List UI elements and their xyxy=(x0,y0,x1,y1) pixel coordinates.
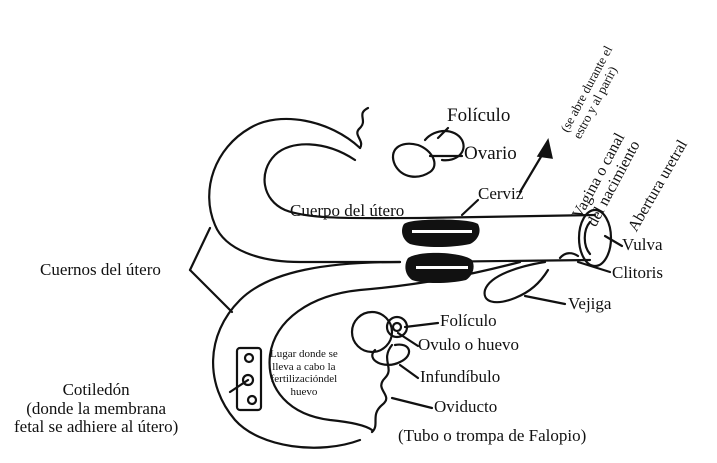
upper-horn-outline xyxy=(209,119,400,262)
leader-clitoris xyxy=(578,262,610,272)
label-foliculo-lower: Folículo xyxy=(440,312,497,331)
leader-cuernos-upper xyxy=(190,228,210,270)
label-tubo-falopio: (Tubo o trompa de Falopio) xyxy=(398,427,586,446)
label-ovario: Ovario xyxy=(464,144,517,165)
ovary-lower xyxy=(352,312,392,352)
leader-infundibulo xyxy=(400,365,418,378)
label-oviducto: Oviducto xyxy=(434,398,497,417)
label-lugar-line1: Lugar donde se xyxy=(270,348,338,361)
leader-vejiga xyxy=(525,296,565,304)
label-cotiledon-line3: fetal se adhiere al útero) xyxy=(14,418,178,437)
label-cerviz: Cerviz xyxy=(478,185,523,204)
leader-foliculo-top xyxy=(438,128,448,138)
leader-cotiledon xyxy=(230,380,248,392)
label-lugar-line2: lleva a cabo la xyxy=(270,361,338,374)
leader-foliculo-bottom xyxy=(405,323,438,327)
leader-cuernos-lower xyxy=(190,270,232,312)
label-lugar-line3: fertilizacióndel xyxy=(270,373,338,386)
label-cuernos-utero: Cuernos del útero xyxy=(40,261,161,280)
leader-cerviz xyxy=(462,200,478,215)
ovum xyxy=(393,323,401,331)
arrow-head xyxy=(538,140,552,158)
label-ovulo: Ovulo o huevo xyxy=(418,336,519,355)
leader-oviducto xyxy=(392,398,432,408)
label-foliculo-upper: Folículo xyxy=(447,106,510,127)
label-cotiledon: Cotiledón (donde la membrana fetal se ad… xyxy=(14,381,178,437)
label-clitoris: Clitoris xyxy=(612,264,663,283)
label-vejiga: Vejiga xyxy=(568,295,611,314)
ovary-upper xyxy=(393,144,434,177)
label-vulva: Vulva xyxy=(622,236,663,255)
label-lugar-fertilizacion: Lugar donde se lleva a cabo la fertiliza… xyxy=(270,348,338,399)
label-cotiledon-line1: Cotiledón xyxy=(14,381,178,400)
label-cuerpo-utero: Cuerpo del útero xyxy=(290,202,404,221)
label-cotiledon-line2: (donde la membrana xyxy=(14,400,178,419)
clitoris-line xyxy=(560,253,578,258)
label-lugar-line4: huevo xyxy=(270,386,338,399)
cervix-ring-upper xyxy=(402,220,480,248)
oviduct-tube xyxy=(372,345,392,432)
vulva-detail xyxy=(585,222,590,254)
upper-oviduct xyxy=(357,108,368,148)
label-infundibulo: Infundíbulo xyxy=(420,368,500,387)
leader-vulva xyxy=(605,236,622,246)
